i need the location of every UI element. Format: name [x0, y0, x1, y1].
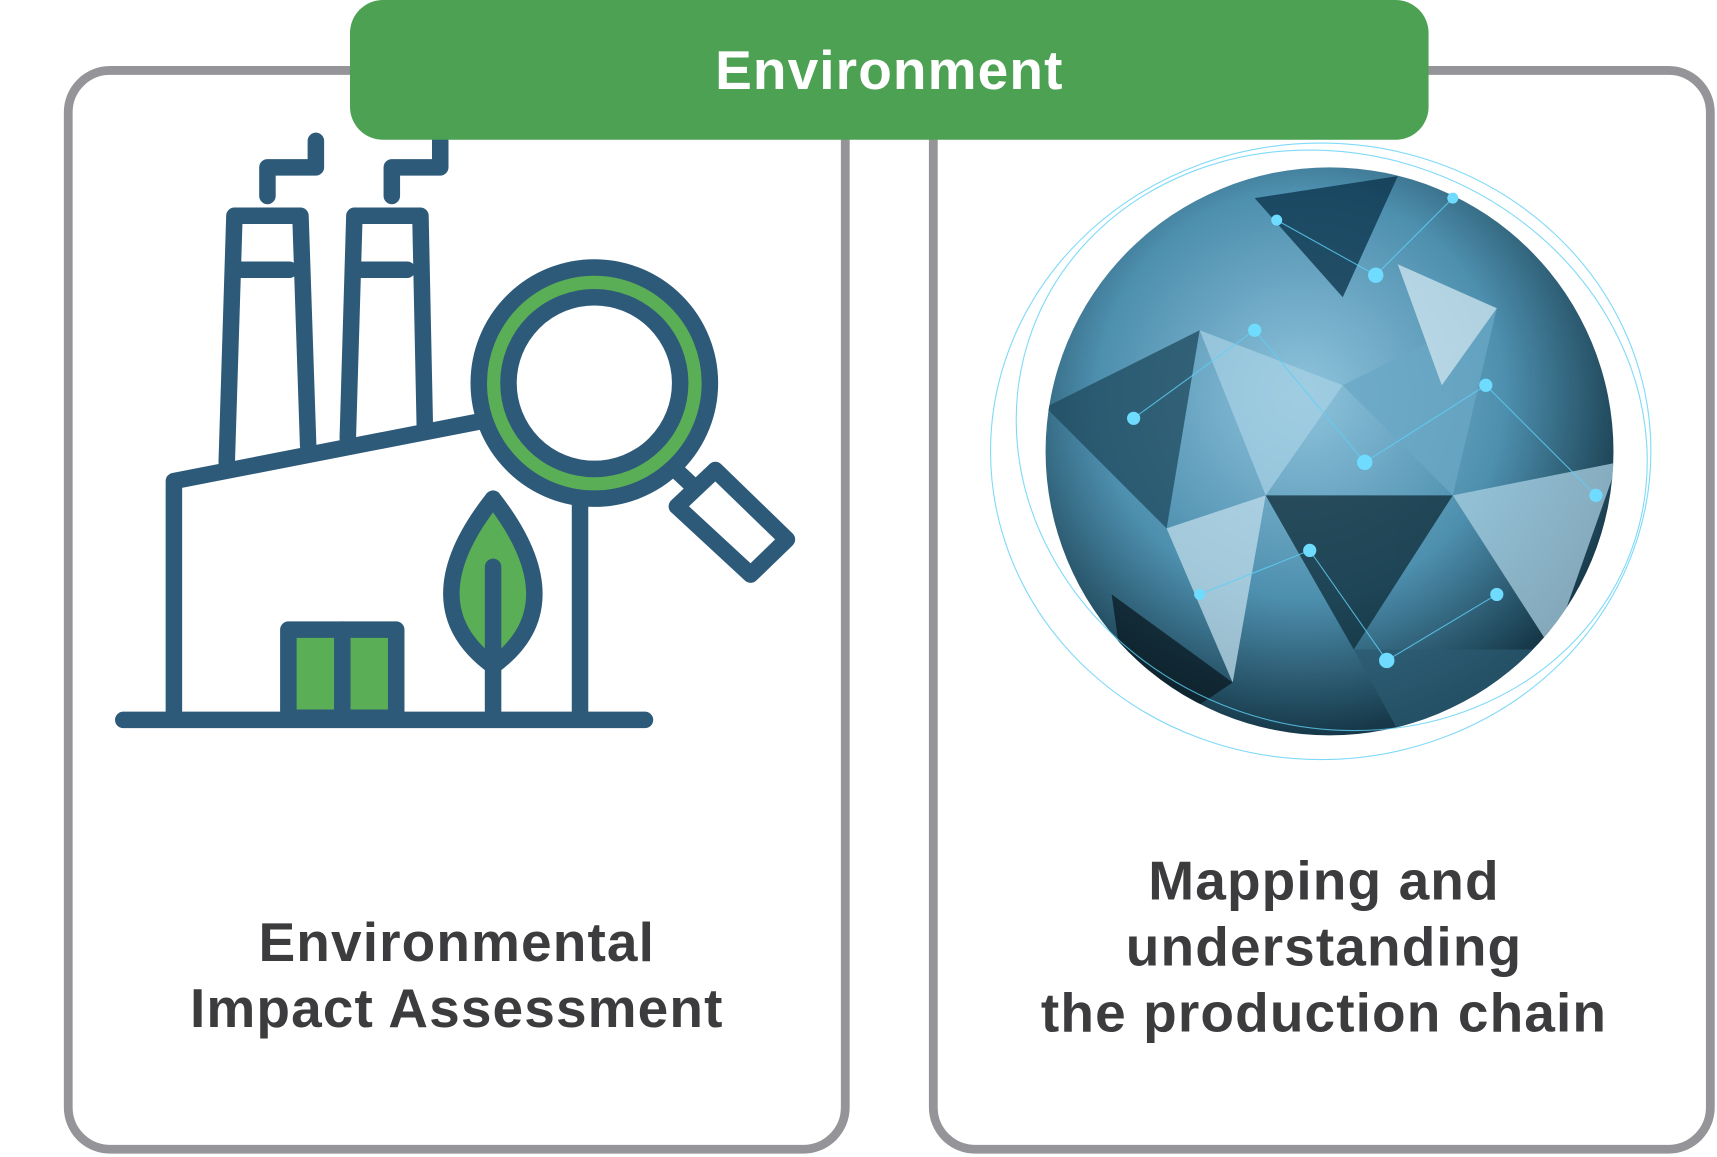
caption-line: Impact Assessment [189, 977, 724, 1040]
environment-banner: Environment [349, 0, 1429, 140]
network-globe-icon [989, 142, 1652, 761]
caption-line: Environmental [258, 911, 656, 974]
factory-magnifier-leaf-icon [115, 132, 796, 729]
caption-line: Mapping and [1148, 849, 1500, 912]
caption-line: the production chain [1040, 981, 1608, 1044]
caption-production-chain-mapping: Mapping and understanding the production… [931, 848, 1717, 1046]
caption-line: understanding [1125, 915, 1523, 978]
caption-environmental-impact-assessment: Environmental Impact Assessment [66, 909, 847, 1041]
